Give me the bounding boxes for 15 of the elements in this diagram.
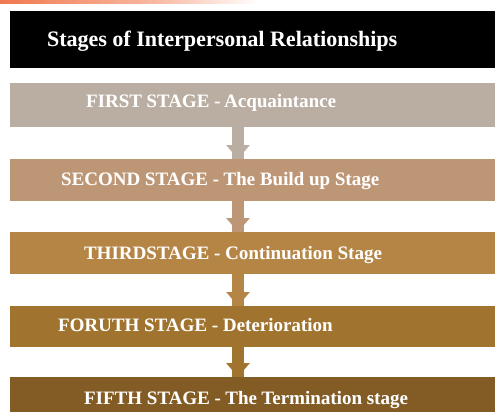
stage-bar xyxy=(10,377,495,412)
arrow xyxy=(226,127,250,159)
diagram-title: Stages of Interpersonal Relationships xyxy=(47,26,398,52)
stage-label: FORUTH STAGE - Deterioration xyxy=(58,315,333,337)
stage-bar xyxy=(10,232,495,274)
stage-bar xyxy=(10,83,495,127)
arrow xyxy=(226,347,250,377)
stage-bar xyxy=(10,306,495,347)
stage-label: FIRST STAGE - Acquaintance xyxy=(86,91,336,113)
stage-label: SECOND STAGE - The Build up Stage xyxy=(61,169,380,191)
stage-label: THIRDSTAGE - Continuation Stage xyxy=(84,243,382,265)
stage-bar xyxy=(10,159,495,201)
arrow xyxy=(226,201,250,232)
arrow xyxy=(226,274,250,306)
stage-label: FIFTH STAGE - The Termination stage xyxy=(84,388,408,410)
